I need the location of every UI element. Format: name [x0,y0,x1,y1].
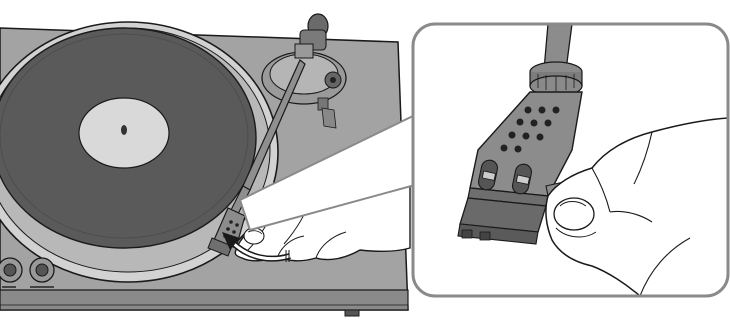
cartridge [458,198,546,244]
zoom-thumb [554,198,594,230]
arm-rest [322,108,336,128]
spindle [121,125,127,135]
record [0,28,256,248]
callout-zoom-box [413,24,728,296]
locking-collar [530,62,582,96]
